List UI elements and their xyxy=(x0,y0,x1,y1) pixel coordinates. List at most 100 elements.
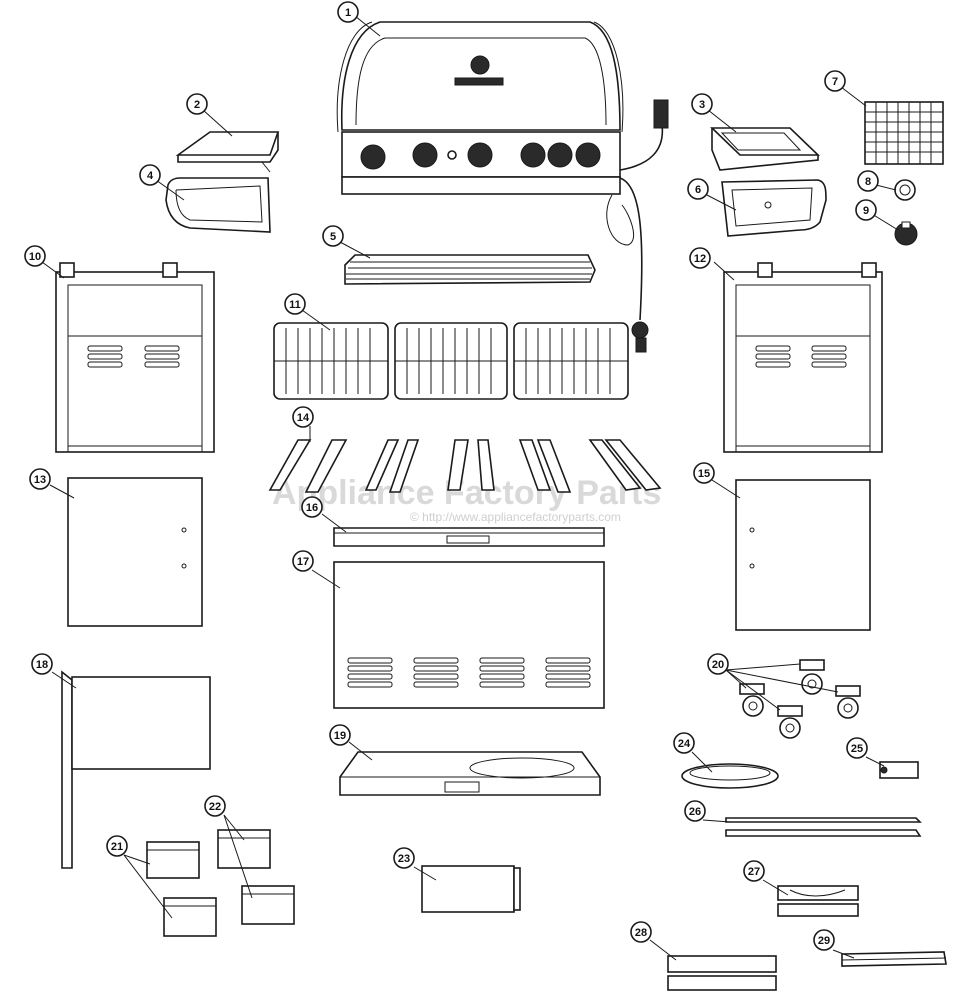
part-18-cart-side-panel[interactable] xyxy=(61,670,211,869)
part-1-grill-head[interactable] xyxy=(336,21,624,195)
callout-15-label: 15 xyxy=(698,468,710,480)
part-14-flame-tamers[interactable] xyxy=(268,439,662,493)
part-16-front-rail[interactable] xyxy=(333,527,605,547)
part-20-casters[interactable] xyxy=(739,659,861,739)
callout-9-label: 9 xyxy=(863,205,869,217)
part-12-right-side-panel[interactable] xyxy=(723,262,883,453)
part-21-brackets[interactable] xyxy=(146,841,217,937)
callout-5-label: 5 xyxy=(330,231,336,243)
part-17-rear-panel[interactable] xyxy=(333,561,605,709)
callout-6: 6 xyxy=(687,178,709,200)
part-8-knob-bezel[interactable] xyxy=(894,179,916,201)
callout-22-label: 22 xyxy=(209,801,221,813)
callout-10-label: 10 xyxy=(29,251,41,263)
callout-22: 22 xyxy=(204,795,226,817)
part-9-control-knob[interactable] xyxy=(894,221,918,246)
callout-27-label: 27 xyxy=(748,866,760,878)
logo-plate xyxy=(454,77,504,86)
callout-18: 18 xyxy=(31,653,53,675)
part-7-warming-grid[interactable] xyxy=(864,101,944,165)
callout-13: 13 xyxy=(29,468,51,490)
control-knob-icon xyxy=(360,144,386,170)
watermark-title: Appliance Factory Parts xyxy=(272,474,661,512)
callout-26-label: 26 xyxy=(689,806,701,818)
callout-11-label: 11 xyxy=(289,299,301,311)
callout-7-label: 7 xyxy=(832,76,838,88)
callout-5: 5 xyxy=(322,225,344,247)
leader-lines xyxy=(41,15,899,961)
callout-24: 24 xyxy=(673,732,695,754)
callout-25-label: 25 xyxy=(851,743,863,755)
callout-24-label: 24 xyxy=(678,738,691,750)
callout-18-label: 18 xyxy=(36,659,48,671)
part-4-left-shelf-insert[interactable] xyxy=(165,177,271,233)
callout-19: 19 xyxy=(329,724,351,746)
callout-12: 12 xyxy=(689,247,711,269)
part-6-right-shelf-insert[interactable] xyxy=(721,179,827,237)
part-28-base-rails[interactable] xyxy=(667,955,777,991)
callout-16-label: 16 xyxy=(306,502,318,514)
callout-7: 7 xyxy=(824,70,846,92)
callout-12-label: 12 xyxy=(694,253,706,265)
part-29-tray-support[interactable] xyxy=(841,951,947,967)
callout-21-label: 21 xyxy=(111,841,123,853)
callout-27: 27 xyxy=(743,860,765,882)
callout-16: 16 xyxy=(301,496,323,518)
callout-13-label: 13 xyxy=(34,474,46,486)
callout-25: 25 xyxy=(846,737,868,759)
callout-21: 21 xyxy=(106,835,128,857)
part-13-left-door[interactable] xyxy=(67,477,203,627)
part-24-tank-ring[interactable] xyxy=(681,763,779,789)
igniter-button-icon xyxy=(447,150,457,160)
callout-14-label: 14 xyxy=(297,412,310,424)
part-26-cross-rails[interactable] xyxy=(725,817,922,837)
part-10-left-side-panel[interactable] xyxy=(55,262,215,453)
callout-28: 28 xyxy=(630,921,652,943)
control-knob-icon xyxy=(575,142,601,168)
callout-17-label: 17 xyxy=(297,556,309,568)
callout-9: 9 xyxy=(855,199,877,221)
callout-20: 20 xyxy=(707,653,729,675)
callout-4: 4 xyxy=(139,164,161,186)
gas-regulator-hose xyxy=(606,99,669,353)
watermark-url: © http://www.appliancefactoryparts.com xyxy=(410,510,621,524)
callout-20-label: 20 xyxy=(712,659,724,671)
callout-29-label: 29 xyxy=(818,935,830,947)
part-3-right-side-shelf[interactable] xyxy=(710,127,820,171)
callout-17: 17 xyxy=(292,550,314,572)
callout-29: 29 xyxy=(813,929,835,951)
part-22-brackets[interactable] xyxy=(217,829,295,925)
callout-1-label: 1 xyxy=(345,7,351,19)
callout-4-label: 4 xyxy=(147,170,154,182)
callout-26: 26 xyxy=(684,800,706,822)
callout-10: 10 xyxy=(24,245,46,267)
callout-28-label: 28 xyxy=(635,927,647,939)
control-knob-icon xyxy=(467,142,493,168)
callout-14: 14 xyxy=(292,406,314,428)
callout-2-label: 2 xyxy=(194,99,200,111)
callout-2: 2 xyxy=(186,93,208,115)
callout-19-label: 19 xyxy=(334,730,346,742)
logo-emblem xyxy=(470,55,490,75)
callout-11: 11 xyxy=(284,293,306,315)
part-11-cooking-grates[interactable] xyxy=(273,322,629,400)
callout-8-label: 8 xyxy=(865,176,871,188)
part-15-right-door[interactable] xyxy=(735,479,871,631)
part-23-grease-tray[interactable] xyxy=(421,865,521,913)
control-knob-icon xyxy=(412,142,438,168)
callout-23-label: 23 xyxy=(398,853,410,865)
control-knob-icon xyxy=(547,142,573,168)
part-27-rear-brace[interactable] xyxy=(777,885,859,917)
callout-3-label: 3 xyxy=(699,99,705,111)
part-25-tank-clip[interactable] xyxy=(879,761,919,779)
part-19-bottom-shelf[interactable] xyxy=(339,751,601,796)
callout-8: 8 xyxy=(857,170,879,192)
part-2-left-side-shelf[interactable] xyxy=(175,131,280,173)
part-5-warming-rack[interactable] xyxy=(344,254,596,285)
callout-6-label: 6 xyxy=(695,184,701,196)
control-knob-icon xyxy=(520,142,546,168)
callout-3: 3 xyxy=(691,93,713,115)
callout-23: 23 xyxy=(393,847,415,869)
callout-1: 1 xyxy=(337,1,359,23)
